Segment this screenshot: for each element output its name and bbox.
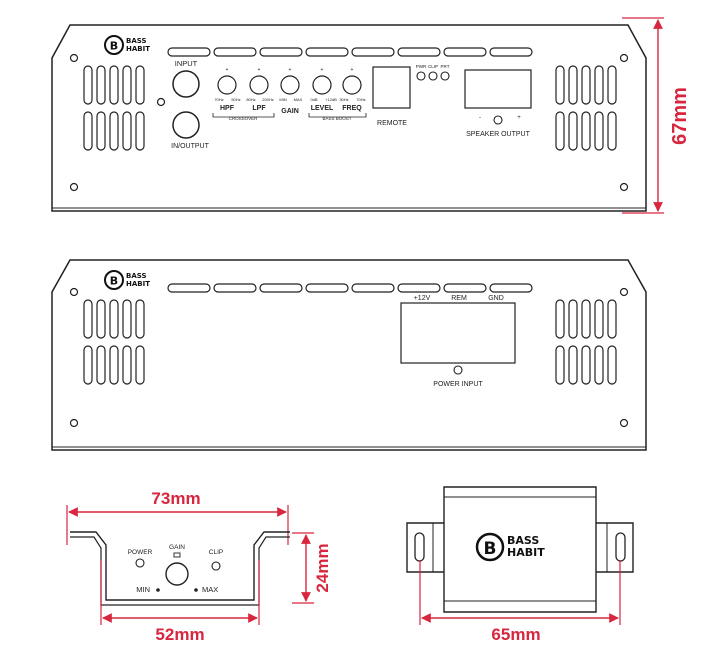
remote-port: REMOTE [372,66,411,127]
rear-panel: B BASS HABIT [51,259,647,451]
svg-text:CLIP: CLIP [428,64,438,69]
svg-text:IN/OUTPUT: IN/OUTPUT [171,143,209,150]
crossover-bracket: CROSSOVER [212,113,275,121]
svg-text:70Hz: 70Hz [356,97,365,102]
vent-grille-right [555,65,617,151]
rca-jack-in-output: IN/OUTPUT [171,111,210,150]
svg-text:67mm: 67mm [669,87,691,145]
svg-text:24mm: 24mm [313,543,332,592]
svg-text:POWER INPUT: POWER INPUT [433,381,483,388]
svg-text:+: + [351,67,354,73]
svg-text:+: + [517,115,521,121]
svg-text:CROSSOVER: CROSSOVER [229,116,259,121]
screw-holes [69,287,629,428]
remote-max-label: MAX [202,585,218,594]
svg-text:+: + [321,67,324,73]
svg-text:BASS: BASS [126,37,147,45]
vent-slots-top [167,283,533,293]
svg-text:PRT: PRT [441,64,450,69]
dimension-height: 67mm [622,17,691,214]
svg-text:FREQ: FREQ [342,105,362,112]
remote-power-led: POWER [128,549,153,568]
svg-text:SPEAKER OUTPUT: SPEAKER OUTPUT [466,131,531,138]
knob-lpf: + 80Hz 200Hz LPF [246,67,273,112]
screw-holes [69,53,629,192]
svg-text:MAX: MAX [294,97,303,102]
svg-text:+12dB: +12dB [325,97,337,102]
svg-text:POWER: POWER [128,549,153,556]
remote-clip-led: CLIP [209,549,223,571]
svg-text:65mm: 65mm [491,625,540,644]
front-panel: B BASS HABIT [51,24,647,212]
vent-grille-left [83,299,145,385]
svg-text:GND: GND [488,295,504,302]
svg-text:HABIT: HABIT [126,45,150,53]
svg-text:30Hz: 30Hz [339,97,348,102]
svg-text:HABIT: HABIT [126,280,150,288]
power-terminal-block: +12V REM GND POWER INPUT [400,295,516,388]
brand-logo: B BASS HABIT [475,532,545,562]
svg-text:+: + [289,67,292,73]
svg-text:B: B [110,40,118,53]
knob-gain: + MIN MAX GAIN [279,67,302,115]
svg-text:70Hz: 70Hz [214,97,223,102]
brand-logo: B BASS HABIT [104,35,150,55]
knob-freq: + 30Hz 70Hz FREQ [339,67,365,112]
vent-grille-left [83,65,145,151]
mounting-ear-left [406,522,444,573]
dimension-remote-width: 73mm [66,489,289,545]
svg-text:PWR: PWR [416,64,427,69]
svg-text:B: B [110,275,118,288]
svg-text:50Hz: 50Hz [231,97,240,102]
svg-text:GAIN: GAIN [281,108,299,115]
svg-text:+12V: +12V [414,295,431,302]
bass-boost-bracket: BASS BOOST [308,113,367,121]
svg-text:LPF: LPF [252,105,266,112]
status-leds: PWR CLIP PRT [416,64,450,81]
remote-min-label: MIN [136,585,150,594]
dimension-remote-inner-width: 52mm [100,560,260,644]
svg-text:-: - [479,115,481,121]
svg-text:BASS BOOST: BASS BOOST [322,116,351,121]
svg-text:0dB: 0dB [310,97,317,102]
svg-text:CLIP: CLIP [209,549,223,556]
svg-text:LEVEL: LEVEL [311,105,334,112]
svg-text:73mm: 73mm [151,489,200,508]
svg-text:REMOTE: REMOTE [377,120,407,127]
svg-text:REM: REM [451,295,467,302]
svg-text:INPUT: INPUT [175,59,198,68]
svg-text:B: B [484,539,497,559]
knob-hpf: + 70Hz 50Hz HPF [214,67,240,112]
remote-gain-control: GAIN [165,544,189,586]
speaker-output-terminal: - + SPEAKER OUTPUT [464,69,532,138]
remote-mount-top-view: B BASS HABIT 65mm [406,486,634,644]
svg-text:52mm: 52mm [155,625,204,644]
rca-jack-input: INPUT [172,59,200,98]
dimension-mount-width: 65mm [419,560,621,644]
mounting-ear-right [596,522,634,573]
svg-text:GAIN: GAIN [169,544,185,551]
small-hole [156,97,166,107]
dimension-remote-height: 24mm [292,532,332,604]
svg-text:200Hz: 200Hz [262,97,274,102]
brand-logo: B BASS HABIT [104,270,150,290]
vent-slots-top [167,47,533,57]
svg-text:HABIT: HABIT [507,546,545,559]
svg-text:MIN: MIN [279,97,286,102]
bass-remote: 73mm GAIN POWER CLIP MIN MAX 24mm [66,489,332,644]
svg-text:80Hz: 80Hz [246,97,255,102]
svg-text:+: + [226,67,229,73]
svg-text:BASS: BASS [507,534,539,547]
svg-text:+: + [258,67,261,73]
svg-text:HPF: HPF [220,105,235,112]
svg-text:BASS: BASS [126,272,147,280]
vent-grille-right [555,299,617,385]
knob-level: + 0dB +12dB LEVEL [310,67,337,112]
